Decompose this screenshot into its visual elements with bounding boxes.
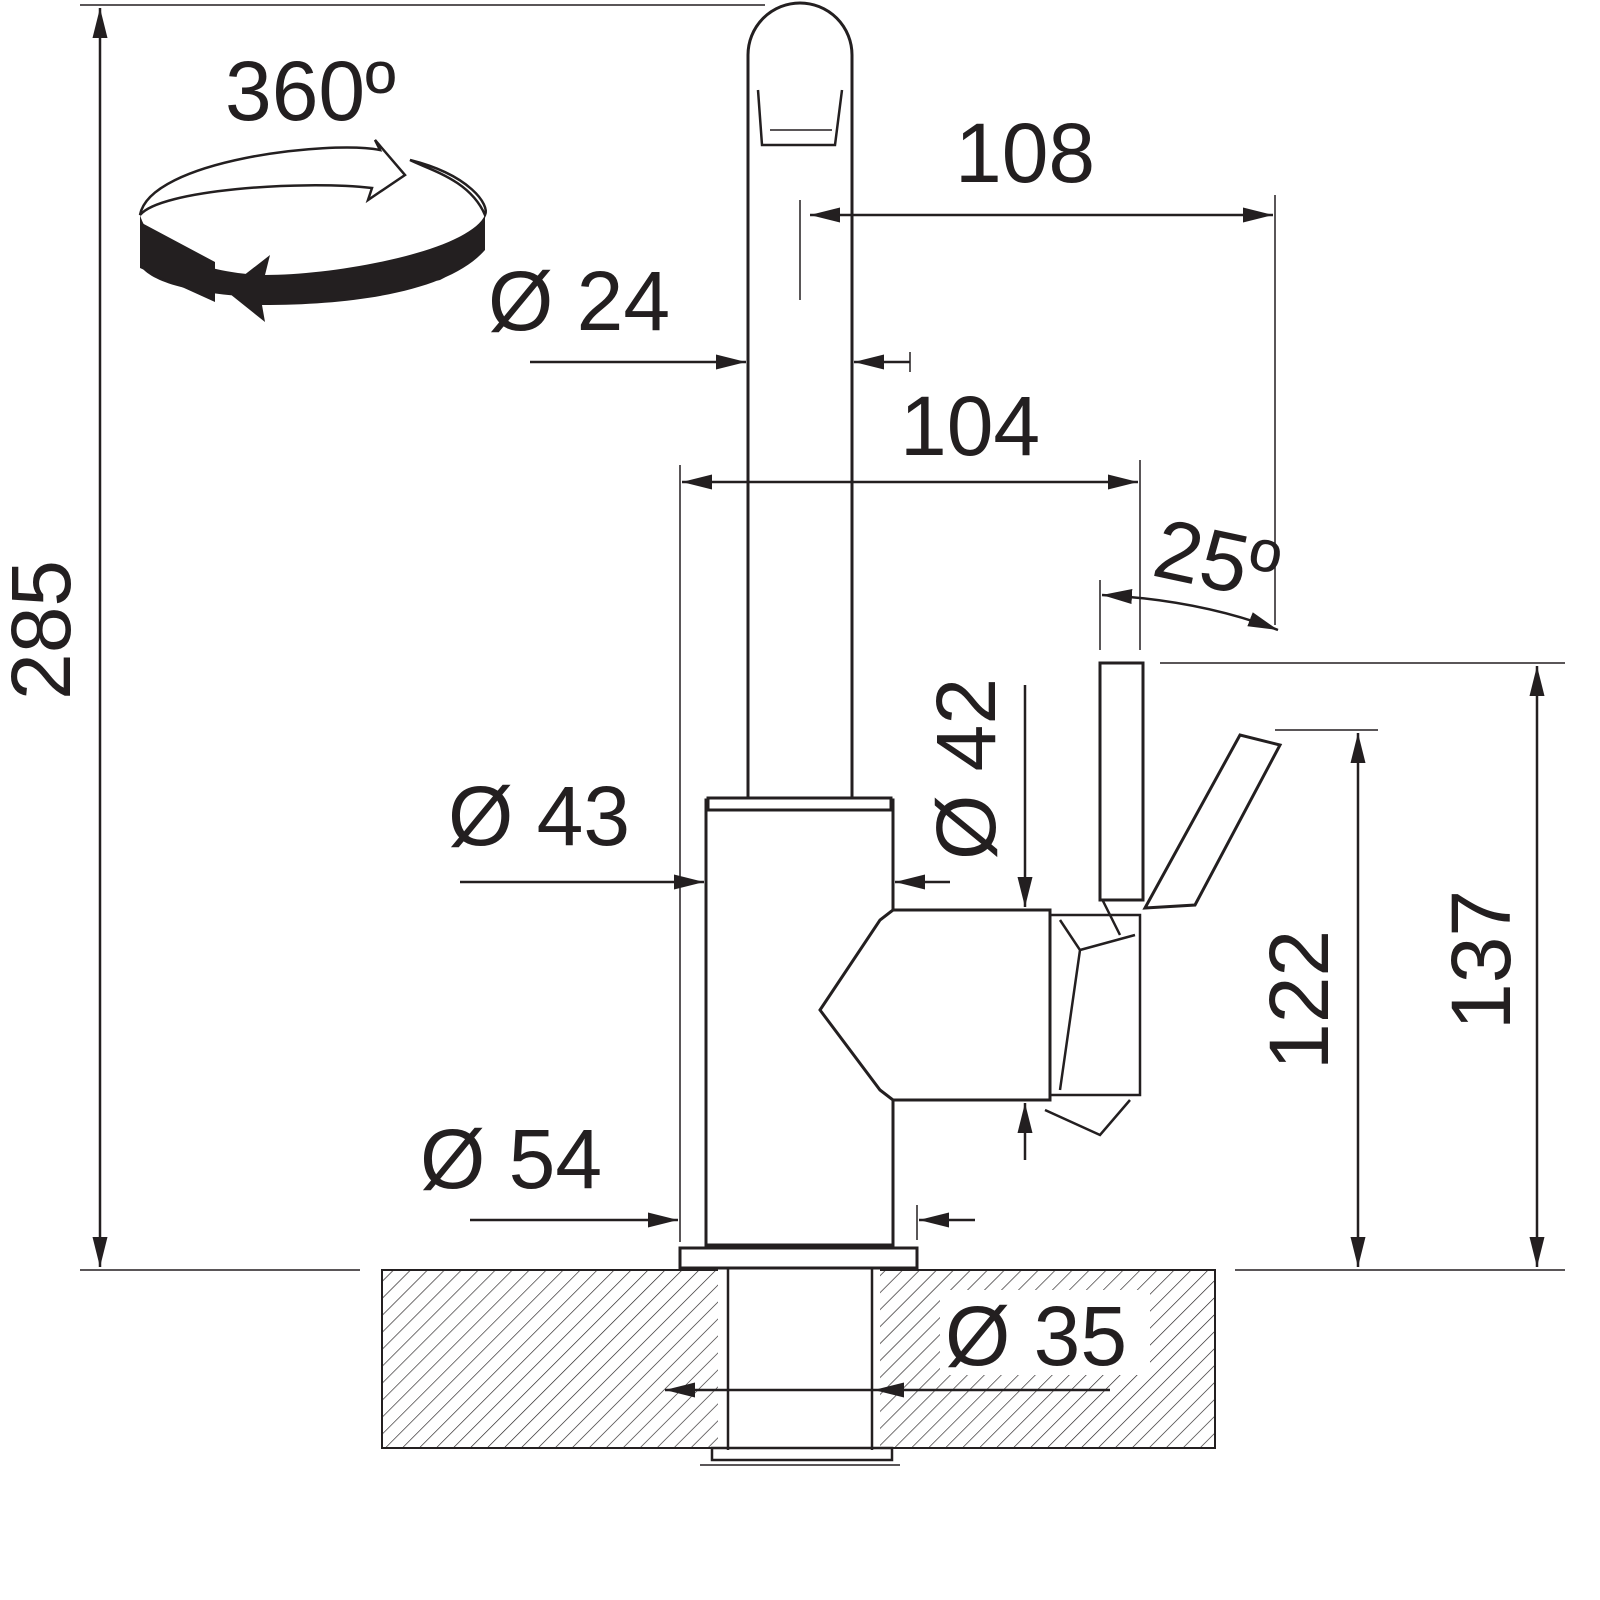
label-d35: Ø 35: [945, 1289, 1127, 1383]
dimension-mixer-diameter: Ø 42: [919, 678, 1033, 1160]
label-d43: Ø 43: [448, 769, 630, 863]
label-d54: Ø 54: [420, 1112, 602, 1206]
dimension-total-height: 285: [0, 4, 1565, 1271]
dimension-spout-diameter: Ø 24: [488, 254, 911, 372]
dimension-spout-reach: 108: [799, 106, 1276, 625]
rotation-indicator: 360º: [138, 44, 487, 322]
dimension-shank-diameter: Ø 35: [665, 1289, 1150, 1398]
label-d24: Ø 24: [488, 254, 670, 348]
spout: [746, 1, 854, 800]
dimension-lever-height-high: 137: [1160, 662, 1565, 1267]
label-104: 104: [900, 379, 1040, 473]
dimension-body-reach: 104: [679, 379, 1141, 1242]
dimension-body-diameter: Ø 43: [448, 769, 950, 890]
rotation-arrow-icon: [138, 139, 487, 322]
label-360: 360º: [225, 44, 396, 138]
label-108: 108: [955, 106, 1095, 200]
label-d42: Ø 42: [919, 678, 1013, 860]
dimension-base-diameter: Ø 54: [420, 1112, 975, 1240]
dimension-lever-height-low: 122: [1252, 729, 1378, 1267]
faucet-body: [704, 661, 1283, 1247]
label-137: 137: [1434, 890, 1528, 1030]
label-122: 122: [1252, 930, 1346, 1070]
dimension-lever-angle: 25º: [1099, 501, 1287, 650]
label-285: 285: [0, 560, 88, 700]
